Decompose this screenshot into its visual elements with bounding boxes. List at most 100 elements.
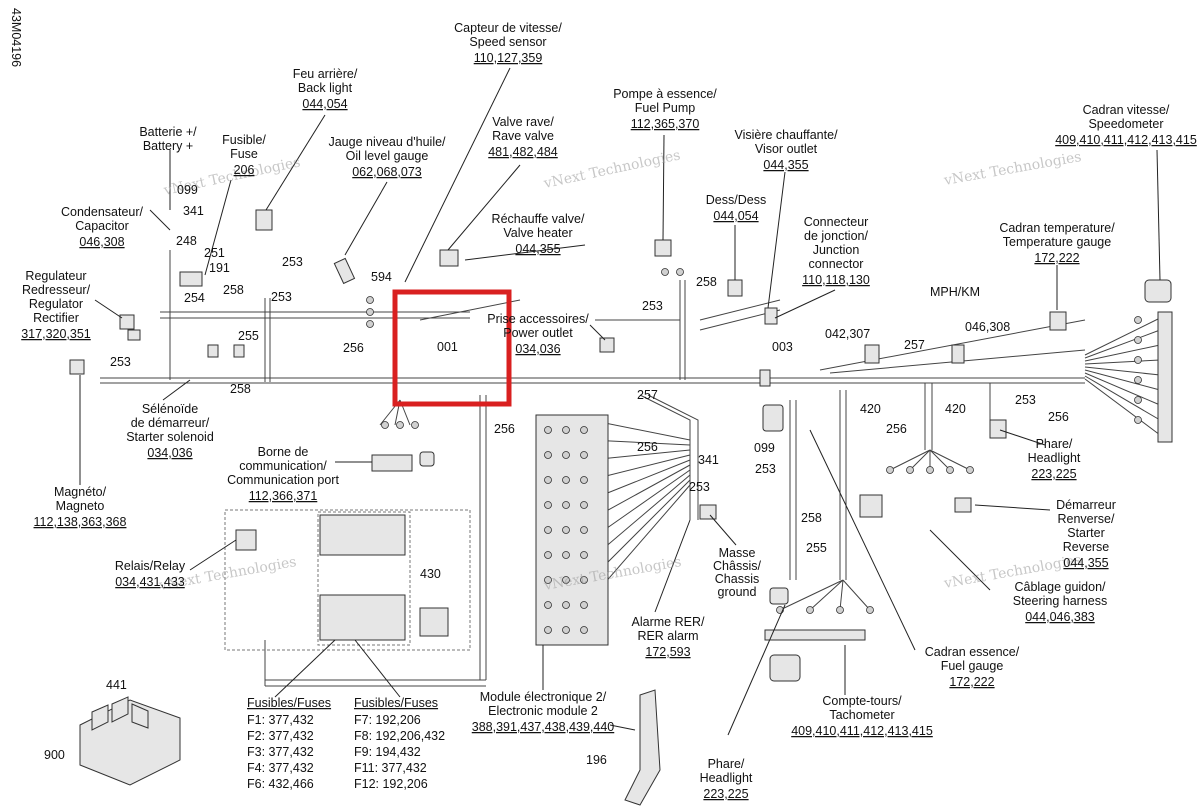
fuse-right-item: F8: 192,206,432 xyxy=(354,729,445,743)
connector-042-307 xyxy=(864,344,880,364)
svg-text:Batterie +/Battery +: Batterie +/Battery + xyxy=(139,125,197,153)
electronic-module-probe xyxy=(624,689,661,806)
label-ground-line1: Masse xyxy=(719,546,756,560)
callout: 256 xyxy=(1048,410,1069,424)
temp-gauge-connector xyxy=(1049,311,1067,331)
label-ground-line4: ground xyxy=(718,585,757,599)
label-comm-port-ref: 112,366,371 xyxy=(249,489,318,503)
label-power-outlet-ref: 034,036 xyxy=(515,342,560,356)
watermarks: vNext Technologies vNext Technologies vN… xyxy=(157,147,1083,594)
label-fuel-pump-ref: 112,365,370 xyxy=(631,117,700,131)
label-comm-port-line2: communication/ xyxy=(239,459,327,473)
callout: 253 xyxy=(689,480,710,494)
callout-highlighted: 001 xyxy=(437,340,458,354)
callout: 251 xyxy=(204,246,225,260)
fuse-box-lower xyxy=(319,594,406,641)
callout: 042,307 xyxy=(825,327,870,341)
label-junction-line2: de jonction/ xyxy=(804,229,868,243)
rave-valve-connector xyxy=(439,249,459,267)
callout: 248 xyxy=(176,234,197,248)
label-regulator-line4: Rectifier xyxy=(33,311,79,325)
fuse-box-upper xyxy=(319,514,406,556)
regulator-connector xyxy=(119,314,135,330)
label-rer-alarm-line2: RER alarm xyxy=(637,629,698,643)
label-reverse-line2: Renverse/ xyxy=(1058,512,1115,526)
harness-pins xyxy=(366,268,1142,614)
speedo-connector xyxy=(1144,279,1172,303)
callout: 255 xyxy=(806,541,827,555)
callout: 253 xyxy=(642,299,663,313)
label-fuel-gauge-line2: Fuel gauge xyxy=(941,659,1004,673)
label-valve-heater-line2: Valve heater xyxy=(503,226,572,240)
speedo-terminal-strip xyxy=(1157,311,1173,443)
label-junction-line3: Junction xyxy=(813,243,860,257)
fuse-right-item: F11: 377,432 xyxy=(354,761,427,775)
regulator-plug xyxy=(127,329,141,341)
label-tacho-line1: Compte-tours/ xyxy=(822,694,902,708)
label-tacho-ref: 409,410,411,412,413,415 xyxy=(791,724,933,738)
callout: 099 xyxy=(177,183,198,197)
label-valve-heater-line1: Réchauffe valve/ xyxy=(492,212,585,226)
fuse-left-item: F2: 377,432 xyxy=(247,729,314,743)
label-junction-line1: Connecteur xyxy=(804,215,869,229)
label-relay-line1: Relais/Relay xyxy=(115,559,186,573)
label-fuse-line1: Fusible/ xyxy=(222,133,266,147)
label-junction-line4: connector xyxy=(809,257,864,271)
fuse-left-item: F4: 377,432 xyxy=(247,761,314,775)
label-ground-line2: Châssis/ xyxy=(713,559,761,573)
reverse-plug xyxy=(954,497,972,513)
callout: 441 xyxy=(106,678,127,692)
callout: 256 xyxy=(494,422,515,436)
svg-text:Module électronique 2/Electron: Module électronique 2/Electronic module … xyxy=(472,690,615,734)
label-magneto-line2: Magneto xyxy=(56,499,105,513)
power-outlet-connector xyxy=(599,337,615,353)
backlight-connector xyxy=(255,209,273,231)
oil-gauge-connector xyxy=(333,257,356,285)
label-headlight2-line1: Phare/ xyxy=(708,757,745,771)
label-headlight2-line2: Headlight xyxy=(700,771,753,785)
label-comm-port-line1: Borne de xyxy=(258,445,309,459)
fuse-right-item: F7: 192,206 xyxy=(354,713,421,727)
callout: 254 xyxy=(184,291,205,305)
label-temp-gauge-line1: Cadran temperature/ xyxy=(999,221,1115,235)
relay-connector xyxy=(235,529,257,551)
label-steering-ref: 044,046,383 xyxy=(1025,610,1095,624)
visor-connector xyxy=(764,307,778,325)
label-ecm2-line1: Module électronique 2/ xyxy=(480,690,607,704)
label-ecm2-ref: 388,391,437,438,439,440 xyxy=(472,720,615,734)
label-regulator-line1: Regulateur xyxy=(25,269,86,283)
label-rave-valve-line1: Valve rave/ xyxy=(492,115,554,129)
callout: 430 xyxy=(420,567,441,581)
label-back-light-ref: 044,054 xyxy=(302,97,347,111)
label-oil-gauge-ref: 062,068,073 xyxy=(352,165,422,179)
tacho-connector xyxy=(769,654,801,682)
callout-numbers: 099 341 248 251 191 253 594 254 258 253 … xyxy=(44,183,1069,767)
label-tacho-line2: Tachometer xyxy=(829,708,894,722)
label-back-light-line2: Back light xyxy=(298,81,353,95)
label-oil-gauge-line1: Jauge niveau d'huile/ xyxy=(328,135,446,149)
watermark: vNext Technologies xyxy=(942,149,1083,189)
label-power-outlet-line1: Prise accessoires/ xyxy=(487,312,589,326)
fuse-box-900-illustration xyxy=(79,696,181,786)
magneto-connector xyxy=(69,359,85,375)
headlight-connector xyxy=(989,419,1007,439)
fuse-table-right-title: Fusibles/Fuses xyxy=(354,696,438,710)
label-solenoid-line3: Starter solenoid xyxy=(126,430,214,444)
label-ground-line3: Chassis xyxy=(715,572,759,586)
callout: 003 xyxy=(772,340,793,354)
callout: 258 xyxy=(223,283,244,297)
fuse-right-item: F9: 194,432 xyxy=(354,745,421,759)
